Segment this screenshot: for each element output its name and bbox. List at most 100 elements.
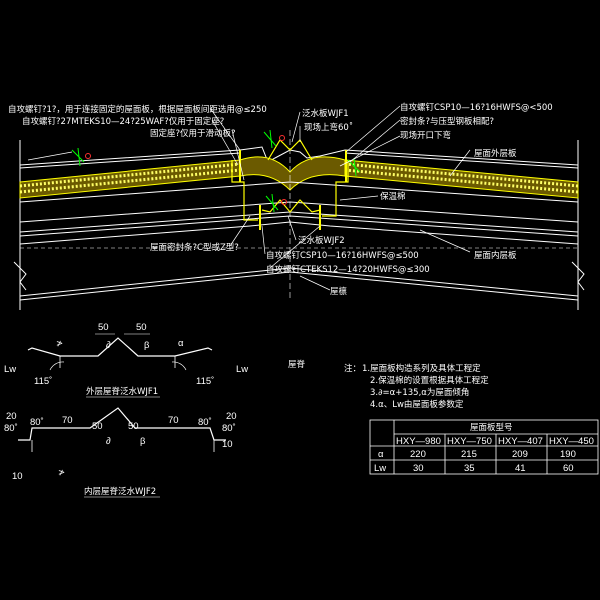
wjf2-d80l: 80˚ <box>4 423 18 434</box>
leader-wjf2 <box>287 215 297 241</box>
label-screw-b1: 自攻螺钉CSP10—16?16HWFS@≤500 <box>266 250 419 261</box>
table-cell-alpha-0: 220 <box>410 449 426 460</box>
wjf1-angle-right: 115˚ <box>196 376 214 387</box>
outer-flashing <box>267 139 313 161</box>
outer-panel-right-texture-2 <box>344 168 579 194</box>
wjf1-alpha: α <box>178 338 184 349</box>
label-screw-b2: 自攻螺钉CTEKS12—14?20HWFS@≤300 <box>266 264 430 275</box>
label-roof-inner: 屋面内层板 <box>474 250 517 261</box>
wjf2-d70l: 70 <box>62 415 73 426</box>
leader-seal <box>229 215 251 247</box>
right-bracket <box>322 160 349 217</box>
wjf2-d50l: 50 <box>92 421 103 432</box>
wjf2-caption: 内层屋脊泛水WJF2 <box>84 486 156 497</box>
green-marker-2 <box>263 129 277 149</box>
note-2: 2.保温棉的设置根据具体工程定 <box>370 375 489 386</box>
wjf1-beta-right: β <box>144 340 150 351</box>
wjf1-dim-50-left: 50 <box>98 322 109 333</box>
label-left2: 自攻螺钉?27MTEKS10—24?25WAF?仅用于固定座? <box>22 116 224 127</box>
table-border <box>369 419 599 475</box>
table-cell-alpha-2: 209 <box>512 449 528 460</box>
label-left1: 自攻螺钉?1?，用于连接固定的屋面板，根据屋面板间距选用@≤250 <box>8 104 267 115</box>
wjf2-d70r: 70 <box>168 415 179 426</box>
green-marker-1 <box>71 147 85 167</box>
wjf2-a80r: 80˚ <box>198 417 212 428</box>
red-marker-2 <box>279 135 285 141</box>
table-col-1: HXY—750 <box>447 436 492 447</box>
left-slope-mark <box>27 151 73 161</box>
label-purlin: 屋檩 <box>330 286 348 297</box>
inner-panel-top <box>19 211 579 233</box>
wjf2-d80r: 80˚ <box>222 423 236 434</box>
wjf2-a80l: 80˚ <box>30 417 44 428</box>
label-left3: 固定座?仅用于滑动板? <box>150 128 236 139</box>
leader-right3 <box>339 135 401 167</box>
table-cell-alpha-1: 215 <box>461 449 477 460</box>
wjf2-d10l: 10 <box>12 471 23 482</box>
main-section: 自攻螺钉?1?，用于连接固定的屋面板，根据屋面板间距选用@≤250 自攻螺钉?2… <box>8 102 585 310</box>
table-row-label-alpha: α <box>378 449 384 460</box>
detail-wjf1: 50 50 ∂ β α Lw Lw 115˚ 115˚ ≯ 外层屋脊泛水WJF1 <box>4 322 248 398</box>
red-marker-3 <box>281 199 287 205</box>
table-cell-lw-3: 60 <box>563 463 574 474</box>
notes-title: 注： <box>344 363 361 374</box>
label-right1: 自攻螺钉CSP10—16?16HWFS@<500 <box>400 102 553 113</box>
outer-panel-left-texture-2 <box>19 168 241 194</box>
leader-outer <box>449 149 471 177</box>
outer-panel-left-texture <box>19 162 241 188</box>
wjf1-lw-left: Lw <box>4 364 16 375</box>
wjf1-profile <box>27 337 213 357</box>
label-insulation: 保温棉 <box>380 191 406 202</box>
wjf1-dim-50-right: 50 <box>136 322 147 333</box>
leader-lines <box>209 105 471 291</box>
label-wjf2: 泛水板WJF2 <box>298 235 345 246</box>
wjf1-arc-right <box>171 361 187 371</box>
table-cell-lw-2: 41 <box>515 463 526 474</box>
wjf2-d50r: 50 <box>128 421 139 432</box>
table-cell-lw-0: 30 <box>413 463 424 474</box>
table-col-2: HXY—407 <box>498 436 543 447</box>
outer-top-line-2 <box>19 152 241 169</box>
param-table: 屋面板型号 HXY—980 HXY—750 HXY—407 HXY—450 α … <box>369 419 599 475</box>
notes: 注： 1.屋面板构造系列及具体工程定 2.保温棉的设置根据具体工程定 3.∂=α… <box>344 363 489 410</box>
ridge-label: 屋脊 <box>288 359 306 370</box>
wjf2-profile <box>18 407 226 441</box>
label-right2: 密封条?与压型钢板相配? <box>400 116 494 127</box>
wjf1-arc-left <box>49 361 65 371</box>
table-col-3: HXY—450 <box>549 436 594 447</box>
table-cell-lw-1: 35 <box>464 463 475 474</box>
wjf1-angle-left: 115˚ <box>34 376 52 387</box>
left-bracket <box>231 160 258 221</box>
table-col-0: HXY—980 <box>396 436 441 447</box>
wjf1-beta-left: ∂ <box>106 340 111 351</box>
green-markers <box>71 129 361 213</box>
inner-flashing <box>261 199 321 213</box>
label-right3: 现场开口下弯 <box>400 130 451 141</box>
leader-insul <box>339 195 379 201</box>
wjf1-caption: 外层屋脊泛水WJF1 <box>86 386 158 397</box>
table-header: 屋面板型号 <box>470 422 513 433</box>
green-marker-3 <box>265 193 279 213</box>
wjf2-sym: ≯ <box>58 468 65 478</box>
red-marker-1 <box>85 153 91 159</box>
table-cell-alpha-3: 190 <box>560 449 576 460</box>
leader-left2 <box>211 119 239 166</box>
note-3: 3.∂=α+135,α为屋面倾角 <box>370 387 469 398</box>
wjf2-beta-r: β <box>140 436 146 447</box>
wjf1-lw-right: Lw <box>236 364 248 375</box>
left-break-symbol <box>13 261 27 291</box>
wjf1-sym: ≯ <box>56 339 63 349</box>
leader-inner <box>419 229 471 253</box>
wjf2-beta-l: ∂ <box>106 436 111 447</box>
leader-flash1 <box>291 111 301 143</box>
leader-screw1 <box>261 225 266 255</box>
leader-right1 <box>345 105 401 153</box>
leader-left3 <box>231 129 245 181</box>
label-roof-outer: 屋面外层板 <box>474 148 517 159</box>
label-seal-bottom: 屋面密封条?C型或Z型? <box>150 242 239 253</box>
wjf2-d20r: 20 <box>226 411 237 422</box>
leader-screw2 <box>269 225 321 269</box>
insulation-bottom <box>19 201 579 223</box>
table-row-label-lw: Lw <box>374 463 386 474</box>
